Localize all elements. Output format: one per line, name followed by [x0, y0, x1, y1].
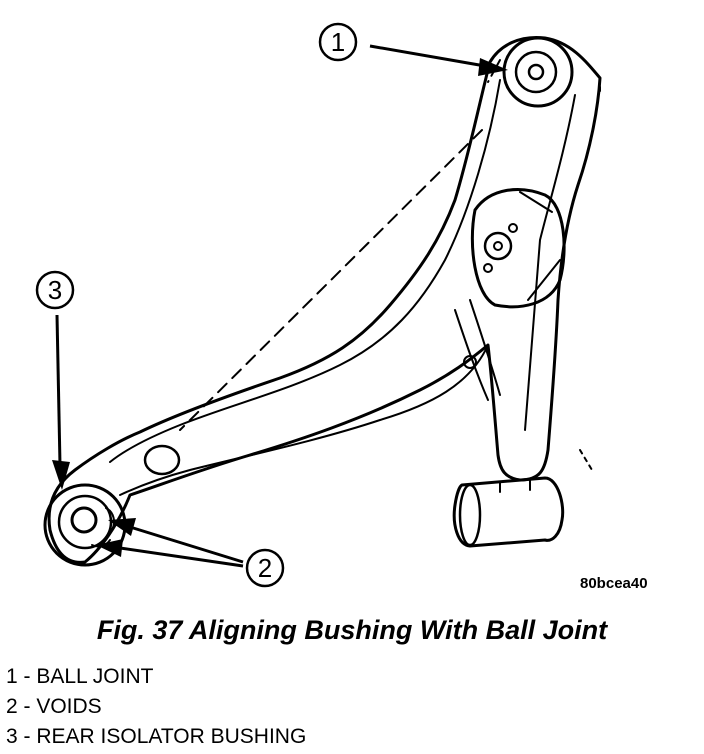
callout-3-arrowhead — [52, 460, 70, 490]
mount-pocket-inner — [519, 191, 561, 301]
arm-inner-contour — [109, 79, 501, 463]
alignment-dashed-line — [179, 129, 483, 431]
callout-3: 3 — [35, 270, 75, 490]
ball-joint-stud — [527, 63, 545, 81]
drawing-code: 80bcea40 — [580, 575, 648, 592]
callout-1-number: 1 — [331, 27, 345, 57]
callout-3-number: 3 — [48, 275, 62, 305]
callout-3-leader — [55, 314, 62, 466]
ball-joint-ring — [514, 50, 558, 94]
callout-2-circle — [245, 548, 285, 588]
arm-inner-contour-2 — [524, 94, 576, 431]
callout-2: 2 — [96, 518, 285, 588]
arm-rear-hole — [143, 444, 181, 476]
callout-1-circle — [318, 22, 358, 62]
mount-small-hole-2 — [483, 263, 493, 273]
legend-item-voids: 2 - VOIDS — [6, 695, 102, 718]
mount-pocket — [470, 188, 566, 309]
callout-3-circle — [35, 270, 75, 310]
callout-2-leader-b — [119, 546, 244, 568]
callout-1-leader — [369, 44, 486, 68]
ball-joint-housing — [502, 36, 574, 108]
callout-2-arrowhead-b — [96, 539, 123, 557]
arm-small-hole — [463, 355, 477, 369]
callout-2-number: 2 — [258, 553, 272, 583]
control-arm-outline — [47, 35, 602, 564]
callout-2-leader-a — [129, 525, 244, 564]
front-bushing-end — [458, 483, 482, 547]
mount-small-hole — [508, 223, 518, 233]
control-arm-diagram: 1 3 2 80bcea40 — [35, 22, 648, 592]
rear-bushing-core — [70, 506, 98, 534]
front-bushing-collar — [499, 479, 531, 493]
figure-caption: Fig. 37 Aligning Bushing With Ball Joint — [96, 615, 608, 645]
arm-web-line — [454, 299, 501, 401]
arm-dash-right — [579, 77, 601, 471]
legend-item-ball-joint: 1 - BALL JOINT — [6, 665, 154, 688]
arm-lower-contour — [119, 344, 489, 496]
callout-2-arrowhead-a — [108, 518, 136, 536]
callout-1-arrowhead — [478, 58, 508, 76]
legend: 1 - BALL JOINT 2 - VOIDS 3 - REAR ISOLAT… — [6, 662, 306, 752]
legend-item-rear-isolator-bushing: 3 - REAR ISOLATOR BUSHING — [6, 725, 307, 748]
mount-hole-center — [493, 241, 503, 251]
mount-hole — [483, 231, 513, 261]
callout-1: 1 — [318, 22, 508, 76]
rear-bushing-void-1 — [105, 507, 115, 531]
front-bushing — [452, 476, 565, 548]
rear-bushing-inner — [57, 494, 113, 550]
